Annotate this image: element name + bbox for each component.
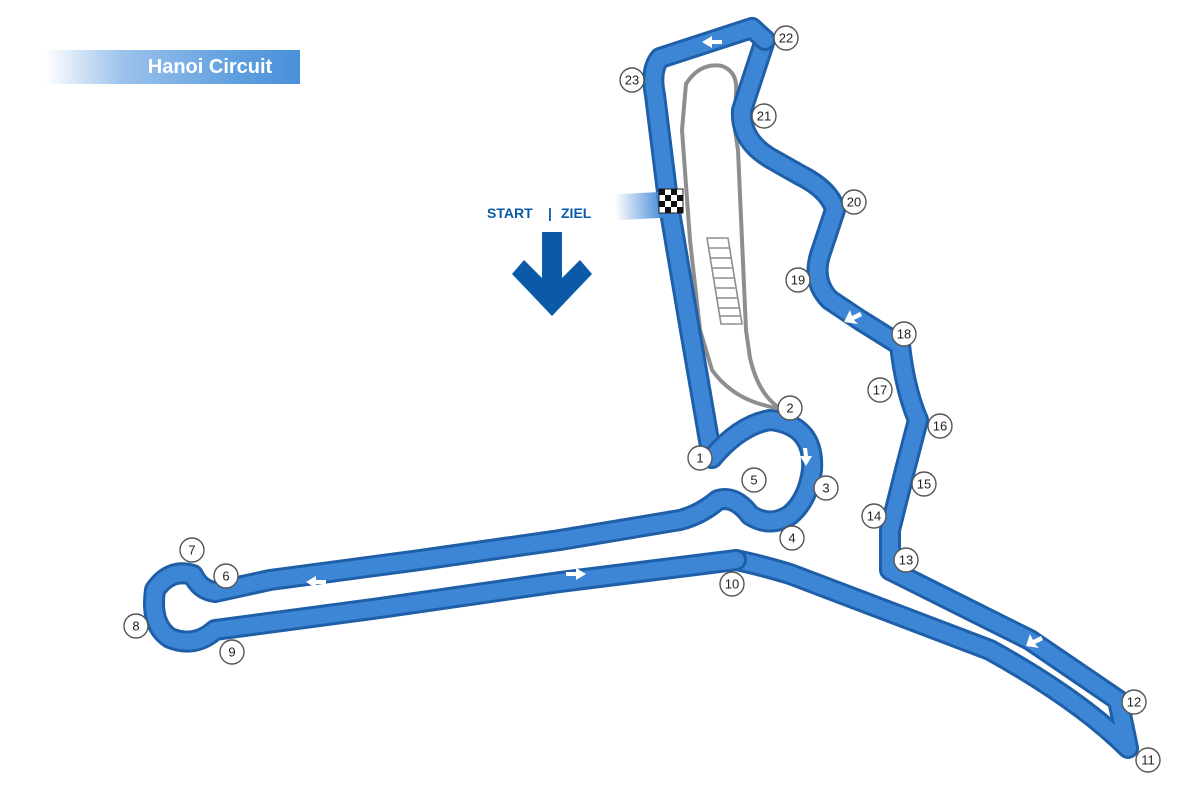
track-section-main-straight-fill bbox=[645, 20, 773, 466]
turn-marker-label: 10 bbox=[725, 577, 739, 592]
turn-marker-11: 11 bbox=[1135, 747, 1161, 773]
turn-marker-22: 22 bbox=[773, 25, 799, 51]
turn-marker-3: 3 bbox=[813, 475, 839, 501]
pit-boxes bbox=[706, 237, 743, 325]
turn-marker-label: 7 bbox=[188, 543, 195, 558]
turn-marker-circle bbox=[813, 475, 839, 501]
turn-marker-label: 4 bbox=[788, 531, 795, 546]
turn-marker-circle bbox=[213, 563, 239, 589]
turn-marker-23: 23 bbox=[619, 67, 645, 93]
turn-marker-circle bbox=[867, 377, 893, 403]
turn-marker-1: 1 bbox=[687, 445, 713, 471]
turn-marker-circle bbox=[893, 547, 919, 573]
pit-lane-inner bbox=[679, 82, 792, 414]
turn-marker-label: 11 bbox=[1141, 753, 1155, 768]
turn-marker-label: 3 bbox=[822, 481, 829, 496]
map-title: Hanoi Circuit bbox=[147, 55, 273, 78]
turn-marker-6: 6 bbox=[213, 563, 239, 589]
start-finish-separator: | bbox=[548, 205, 552, 221]
turn-marker-15: 15 bbox=[911, 471, 937, 497]
turn-marker-8: 8 bbox=[123, 613, 149, 639]
turn-marker-12: 12 bbox=[1121, 689, 1147, 715]
turn-marker-circle bbox=[1121, 689, 1147, 715]
turn-marker-4: 4 bbox=[779, 525, 805, 551]
arrow-up-left-icon bbox=[844, 310, 862, 324]
turn-marker-13: 13 bbox=[893, 547, 919, 573]
track-section-east-fill bbox=[728, 32, 1136, 756]
turn-marker-label: 21 bbox=[757, 109, 771, 124]
turn-marker-label: 23 bbox=[625, 73, 639, 88]
turn-marker-circle bbox=[891, 321, 917, 347]
turn-marker-circle bbox=[751, 103, 777, 129]
turn-marker-label: 14 bbox=[867, 509, 881, 524]
turn-marker-circle bbox=[219, 639, 245, 665]
turn-marker-17: 17 bbox=[867, 377, 893, 403]
turn-marker-circle bbox=[785, 267, 811, 293]
turn-marker-circle bbox=[179, 537, 205, 563]
turn-marker-18: 18 bbox=[891, 321, 917, 347]
turn-marker-20: 20 bbox=[841, 189, 867, 215]
turn-marker-label: 6 bbox=[222, 569, 229, 584]
turn-marker-label: 16 bbox=[933, 419, 947, 434]
turn-marker-circle bbox=[123, 613, 149, 639]
turn-marker-2: 2 bbox=[777, 395, 803, 421]
turn-marker-10: 10 bbox=[719, 571, 745, 597]
turn-marker-circle bbox=[927, 413, 953, 439]
start-label: START bbox=[487, 205, 533, 221]
arrow-down-icon bbox=[800, 448, 812, 466]
arrow-left-icon bbox=[702, 36, 722, 48]
turn-marker-9: 9 bbox=[219, 639, 245, 665]
turn-marker-circle bbox=[777, 395, 803, 421]
start-finish-banner bbox=[614, 191, 666, 221]
turn-marker-19: 19 bbox=[785, 267, 811, 293]
title-banner: Hanoi Circuit bbox=[45, 50, 300, 84]
arrow-right-icon bbox=[566, 568, 586, 580]
turn-marker-circle bbox=[773, 25, 799, 51]
direction-down-arrow-icon bbox=[512, 232, 592, 316]
turn-marker-14: 14 bbox=[861, 503, 887, 529]
turn-marker-21: 21 bbox=[751, 103, 777, 129]
turn-marker-label: 8 bbox=[132, 619, 139, 634]
checkered-flag-icon bbox=[658, 188, 684, 214]
arrow-left-icon bbox=[306, 576, 326, 588]
turn-marker-circle bbox=[841, 189, 867, 215]
turn-marker-circle bbox=[911, 471, 937, 497]
track-section-west-fill bbox=[146, 412, 821, 650]
turn-marker-circle bbox=[619, 67, 645, 93]
turn-marker-label: 18 bbox=[897, 327, 911, 342]
track-direction-arrows bbox=[306, 36, 1043, 648]
turn-marker-label: 1 bbox=[696, 451, 703, 466]
turn-marker-circle bbox=[861, 503, 887, 529]
turn-marker-circle bbox=[741, 467, 767, 493]
turn-marker-circle bbox=[779, 525, 805, 551]
turn-marker-circle bbox=[719, 571, 745, 597]
turn-marker-label: 12 bbox=[1127, 695, 1141, 710]
turn-marker-5: 5 bbox=[741, 467, 767, 493]
pit-lane bbox=[684, 63, 792, 414]
turn-marker-label: 13 bbox=[899, 553, 913, 568]
turn-marker-16: 16 bbox=[927, 413, 953, 439]
arrow-up-left-icon bbox=[1026, 634, 1043, 648]
turn-marker-label: 15 bbox=[917, 477, 931, 492]
turn-marker-label: 22 bbox=[779, 31, 793, 46]
finish-label: ZIEL bbox=[561, 205, 592, 221]
turn-marker-label: 17 bbox=[873, 383, 887, 398]
turn-marker-label: 5 bbox=[750, 473, 757, 488]
turn-marker-circle bbox=[1135, 747, 1161, 773]
turn-marker-label: 9 bbox=[228, 645, 235, 660]
turn-marker-7: 7 bbox=[179, 537, 205, 563]
turn-marker-label: 20 bbox=[847, 195, 861, 210]
turn-marker-circle bbox=[687, 445, 713, 471]
track-section-east bbox=[725, 29, 1139, 759]
turn-marker-label: 19 bbox=[791, 273, 805, 288]
turn-marker-label: 2 bbox=[786, 401, 793, 416]
